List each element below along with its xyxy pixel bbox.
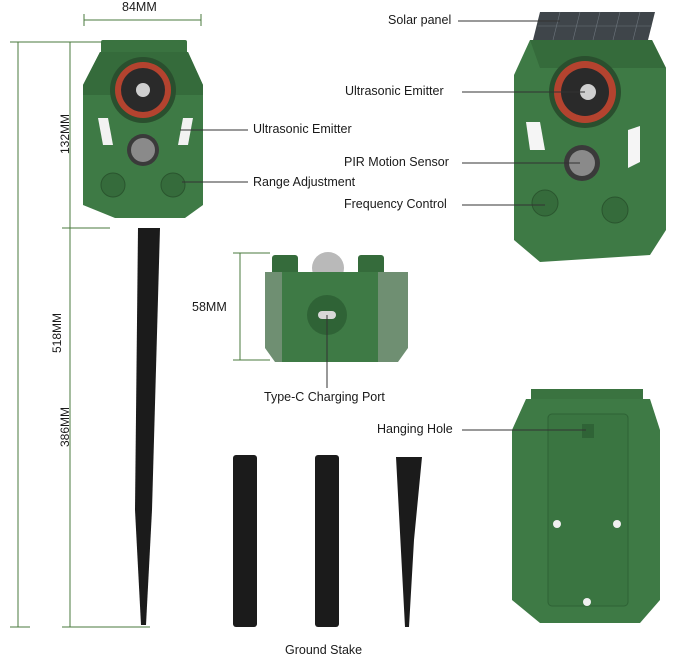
angled-device-right [514, 11, 666, 262]
width-dimension-label: 84MM [122, 0, 157, 14]
total-height-label: 518MM [50, 313, 64, 354]
range-adjustment-label: Range Adjustment [253, 175, 356, 189]
frequency-control-label: Frequency Control [344, 197, 447, 211]
head-height-label: 132MM [58, 114, 72, 155]
ground-stakes [233, 455, 422, 627]
type-c-port-label: Type-C Charging Port [264, 390, 385, 404]
solar-panel-label: Solar panel [388, 13, 452, 27]
ultrasonic-emitter-right-label: Ultrasonic Emitter [345, 84, 444, 98]
base-height-label: 58MM [192, 300, 227, 314]
pir-motion-sensor-label: PIR Motion Sensor [344, 155, 449, 169]
front-device-left [83, 40, 203, 625]
ground-stake-label: Ground Stake [285, 643, 363, 657]
dimension-lines [10, 14, 270, 628]
hanging-hole-label: Hanging Hole [377, 422, 453, 436]
callout-lines [180, 20, 586, 431]
back-device [512, 389, 660, 623]
ultrasonic-emitter-left-label: Ultrasonic Emitter [253, 122, 352, 136]
bottom-view-device [265, 252, 408, 362]
stake-height-label: 386MM [58, 407, 72, 448]
